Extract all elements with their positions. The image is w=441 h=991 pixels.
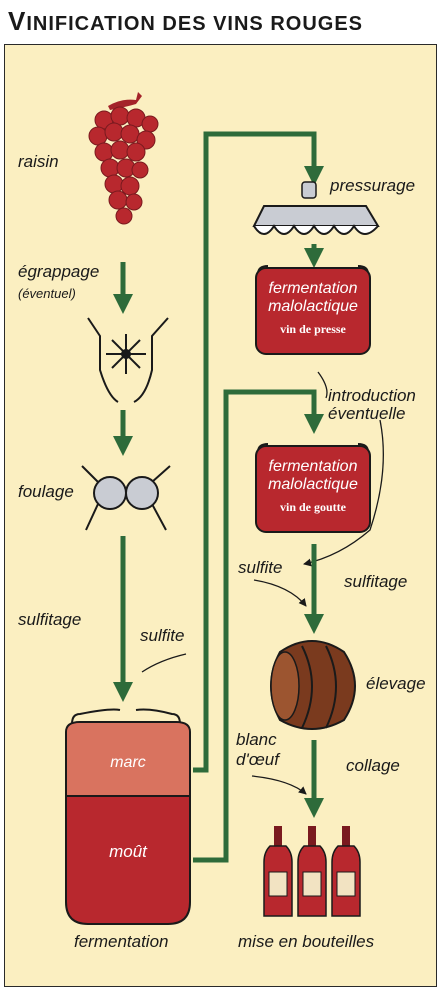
fermentation-tank: [65, 708, 191, 925]
marc-to-press-pipe: [193, 131, 324, 773]
label-raisin: raisin: [18, 152, 59, 171]
label-sulfite-right: sulfite: [238, 558, 283, 577]
barrel-icon: [270, 640, 356, 730]
label-mise: mise en bouteilles: [238, 932, 375, 951]
label-foulage: foulage: [18, 482, 74, 501]
label-blanc: blanc: [236, 730, 277, 749]
label-pressurage: pressurage: [330, 176, 416, 195]
page-title: VINIFICATION DES VINS ROUGES: [8, 6, 364, 36]
fml2-line2: malolactique: [268, 476, 358, 493]
fml1-line1: fermentation: [268, 280, 358, 297]
fml2-line1: fermentation: [268, 458, 358, 475]
grape-icon: [88, 92, 159, 225]
label-sulfitage-right: sulfitage: [344, 572, 408, 591]
label-introduction: introduction: [328, 386, 416, 405]
label-marc: marc: [110, 754, 146, 771]
fml2-text: fermentation malolactique vin de goutte: [256, 458, 370, 516]
crusher-rollers-icon: [81, 465, 171, 531]
press-icon: [252, 181, 380, 235]
fml-goutte-tank: [255, 443, 371, 533]
label-sulfite-left: sulfite: [140, 626, 185, 645]
label-sulfitage-left: sulfitage: [18, 610, 82, 629]
label-egrappage: égrappage: [18, 262, 100, 281]
label-eventuelle: éventuelle: [328, 404, 406, 423]
label-mout: moût: [109, 842, 147, 861]
fml1-text: fermentation malolactique vin de presse: [256, 280, 370, 338]
label-fermentation: fermentation: [74, 932, 169, 951]
bottle-icon: [263, 826, 361, 917]
label-eventuel: (éventuel): [18, 286, 76, 301]
label-collage: collage: [346, 756, 400, 775]
fml2-line3: vin de goutte: [280, 500, 346, 514]
label-elevage: élevage: [366, 674, 426, 693]
fml-presse-tank: [255, 265, 371, 355]
mout-to-fml2-pipe: [193, 389, 324, 863]
annotation-lines: [141, 371, 384, 795]
fml1-line3: vin de presse: [280, 322, 346, 336]
label-doeuf: d'œuf: [236, 750, 279, 769]
fml1-line2: malolactique: [268, 298, 358, 315]
destemmer-icon: [87, 317, 169, 403]
